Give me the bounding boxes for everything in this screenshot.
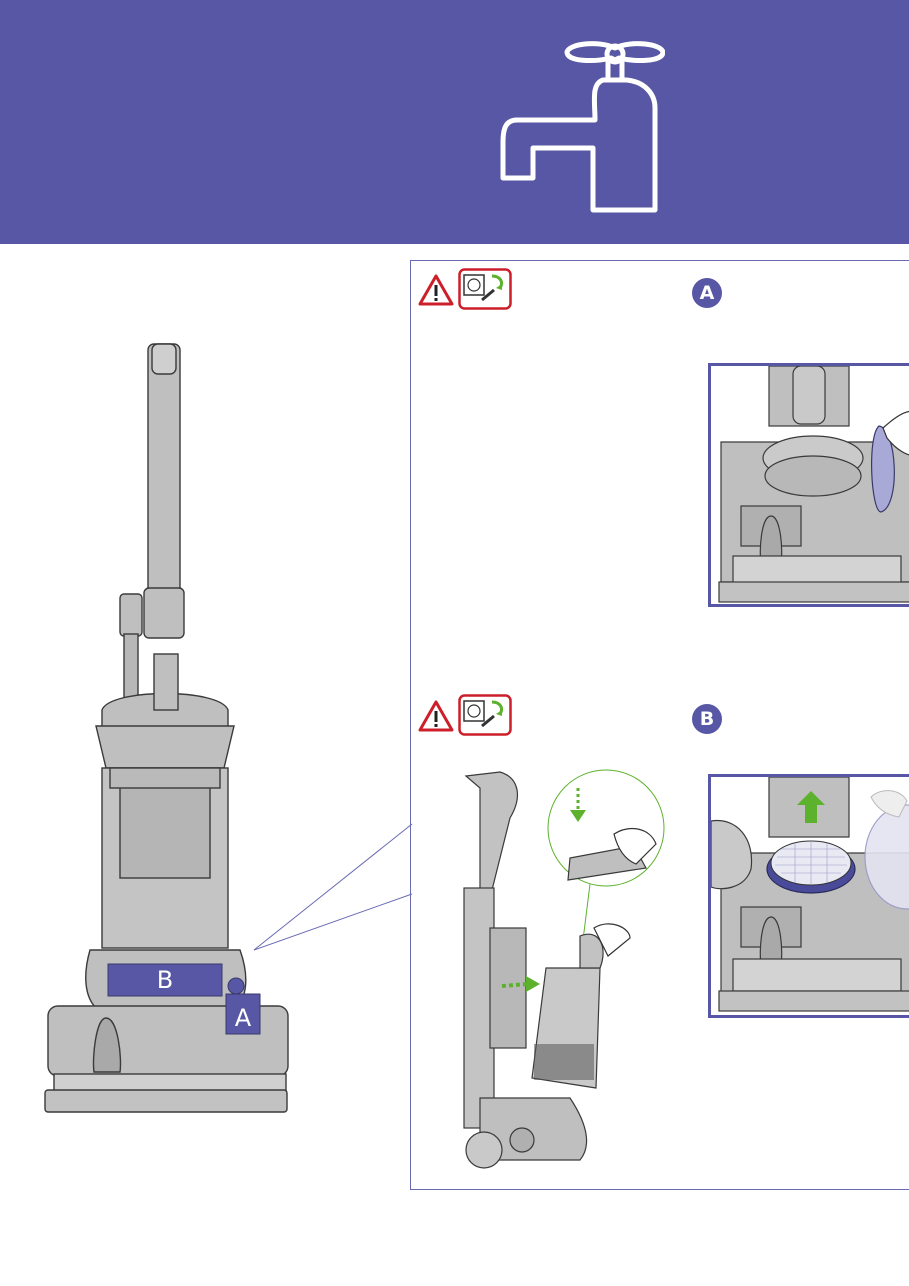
warning-triangle-icon	[418, 700, 454, 732]
header-band	[0, 0, 909, 244]
water-tap-icon	[500, 41, 665, 213]
filter-a-highlight	[225, 993, 261, 1035]
step-b-badge: B	[692, 704, 722, 734]
step-a-badge: A	[692, 278, 722, 308]
step-a-detail-image	[708, 363, 909, 607]
warning-triangle-icon	[418, 274, 454, 306]
unplug-icon	[458, 268, 512, 310]
bin-removal-illustration	[463, 769, 665, 1169]
upright-vacuum-illustration	[44, 343, 289, 1113]
filter-b-highlight	[107, 963, 223, 997]
filter-a-label: A	[234, 1004, 252, 1032]
step-b-detail-image	[708, 774, 909, 1018]
callout-lines	[253, 823, 413, 951]
instructions-panel	[410, 260, 909, 1190]
unplug-icon	[458, 694, 512, 736]
filter-b-label: B	[156, 966, 174, 994]
